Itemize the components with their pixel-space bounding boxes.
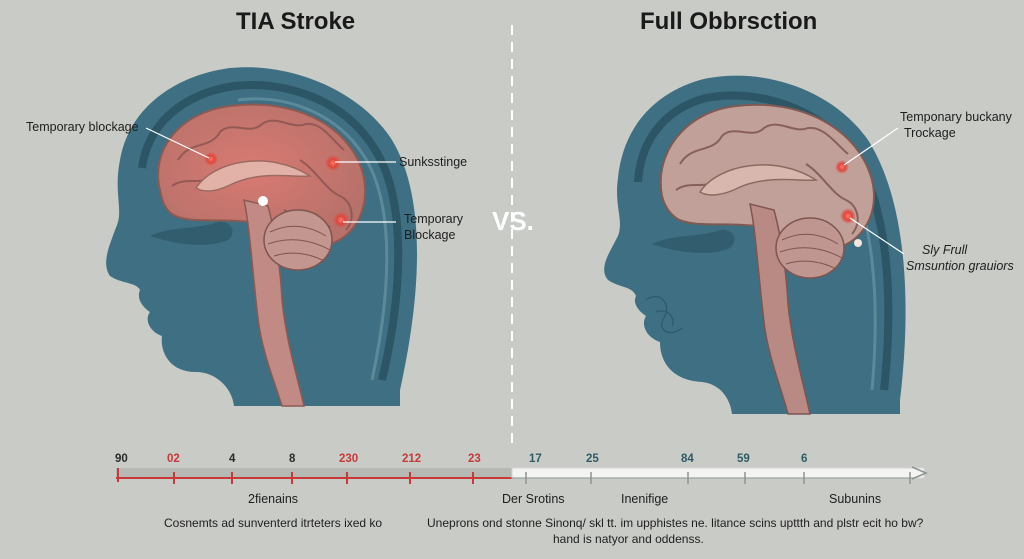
left-label-right: Sunksstinge: [399, 155, 468, 169]
tick-label: 90: [115, 453, 128, 465]
right-label-top-2: Trockage: [904, 126, 956, 140]
tick-label: 02: [167, 453, 180, 465]
right-label-mid-1: Sly Frull: [922, 243, 968, 257]
tick-label: 212: [402, 453, 422, 465]
caption-right-line-1: Uneprons ond stonne Sinonq/ skl tt. im u…: [427, 516, 924, 530]
left-label-temporary-blockage: Temporary blockage: [26, 120, 139, 134]
segment-label-middle-a: Der Srotins: [502, 492, 565, 506]
tick-label: 25: [586, 453, 599, 465]
right-title: Full Obbrsction: [640, 8, 818, 35]
segment-label-left: 2fienains: [248, 492, 299, 506]
vs-label: VS.: [492, 206, 534, 236]
right-blockage-dot-2: [840, 208, 856, 224]
timeline-bar: [116, 466, 928, 484]
segment-label-right: Subunins: [829, 492, 882, 506]
right-white-marker: [854, 239, 862, 247]
tick-label: 59: [737, 453, 750, 465]
tick-label: 6: [801, 453, 808, 465]
segment-label-middle-b: Inenifige: [621, 492, 669, 506]
right-head-illustration: [604, 75, 906, 415]
tick-label: 17: [529, 453, 542, 465]
left-white-marker: [258, 196, 268, 206]
caption-right-line-2: hand is natyor and oddenss.: [553, 532, 704, 546]
left-blockage-dot-3: [333, 212, 349, 228]
tick-label: 4: [229, 453, 236, 465]
left-head-illustration: [106, 67, 417, 407]
tick-label: 84: [681, 453, 694, 465]
left-label-blockage: Blockage: [404, 228, 456, 242]
right-label-mid-2: Smsuntion grauiors: [906, 259, 1014, 273]
left-blockage-dot-2: [325, 155, 341, 171]
tick-label: 23: [468, 453, 481, 465]
tick-label: 8: [289, 453, 296, 465]
left-label-temporary: Temporary: [404, 212, 464, 226]
right-blockage-dot-1: [835, 160, 849, 174]
tick-label: 230: [339, 453, 359, 465]
left-blockage-dot-1: [204, 152, 218, 166]
timeline-arrow-icon: [911, 466, 928, 480]
right-label-top-1: Temponary buckany: [900, 110, 1012, 124]
left-title: TIA Stroke: [236, 8, 356, 35]
caption-left: Cosnemts ad sunventerd itrteters ixed ko: [164, 516, 383, 530]
